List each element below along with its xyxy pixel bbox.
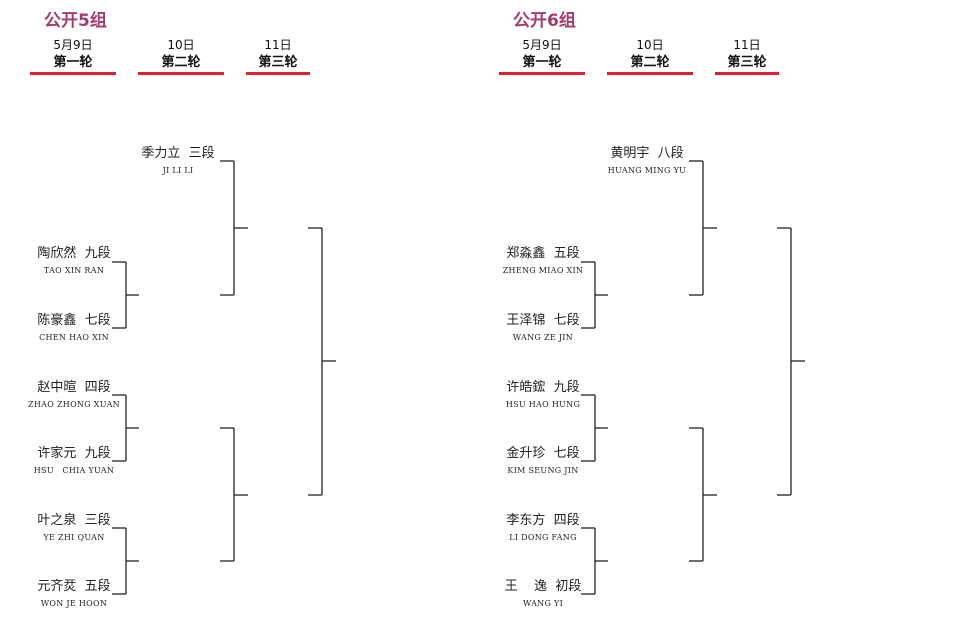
player-entry: 许皓鋐 九段 HSU HAO HUNG [483, 380, 603, 410]
bracket-group-2: 公开6组 5月9日 第一轮 10日 第二轮 11日 第三轮 [469, 0, 939, 618]
round-3-header: 11日 第三轮 [246, 38, 310, 75]
player-name: 王泽锦 七段 [506, 313, 580, 328]
player-name: 叶之泉 三段 [37, 513, 111, 528]
round-1-header: 5月9日 第一轮 [30, 38, 116, 75]
player-entry: 郑淼鑫 五段 ZHENG MIAO XIN [483, 246, 603, 276]
player-entry: 金升珍 七段 KIM SEUNG JIN [483, 446, 603, 476]
round-date: 11日 [733, 38, 761, 52]
round-date: 5月9日 [522, 38, 562, 52]
round-name: 第二轮 [161, 55, 201, 70]
player-name-romanized: KIM SEUNG JIN [507, 466, 579, 475]
round-name: 第二轮 [630, 55, 670, 70]
player-entry: 元齐烎 五段 WON JE HOON [14, 579, 134, 609]
player-name: 陶欣然 九段 [37, 246, 111, 261]
player-name: 王 逸 初段 [504, 579, 582, 594]
player-name-romanized: ZHAO ZHONG XUAN [28, 400, 120, 409]
round-2-header: 10日 第二轮 [607, 38, 693, 75]
group-title: 公开6组 [513, 11, 576, 31]
bracket-group-1: 公开5组 5月9日 第一轮 10日 第二轮 11日 第三轮 [0, 0, 470, 618]
player-name: 李东方 四段 [506, 513, 580, 528]
player-entry: 季力立 三段 JI LI LI [118, 146, 238, 176]
player-entry: 叶之泉 三段 YE ZHI QUAN [14, 513, 134, 543]
player-entry: 陶欣然 九段 TAO XIN RAN [14, 246, 134, 276]
player-name: 许皓鋐 九段 [506, 380, 580, 395]
round-underline [246, 72, 310, 75]
player-entry: 王泽锦 七段 WANG ZE JIN [483, 313, 603, 343]
bracket-lines [112, 160, 336, 595]
player-name: 元齐烎 五段 [37, 579, 111, 594]
player-name-romanized: HSU CHIA YUAN [33, 466, 115, 475]
round-date: 11日 [264, 38, 292, 52]
player-entry: 王 逸 初段 WANG YI [483, 579, 603, 609]
player-name: 郑淼鑫 五段 [506, 246, 580, 261]
player-name-romanized: HUANG MING YU [607, 166, 687, 175]
round-name: 第三轮 [258, 55, 298, 70]
player-name-romanized: JI LI LI [162, 166, 194, 175]
round-underline [30, 72, 116, 75]
player-name-romanized: WON JE HOON [40, 599, 108, 608]
player-name-romanized: YE ZHI QUAN [43, 533, 105, 542]
round-underline [499, 72, 585, 75]
player-entry: 陈豪鑫 七段 CHEN HAO XIN [14, 313, 134, 343]
group-title: 公开5组 [44, 11, 107, 31]
player-entry: 黄明宇 八段 HUANG MING YU [587, 146, 707, 176]
round-underline [715, 72, 779, 75]
round-name: 第三轮 [727, 55, 767, 70]
round-name: 第一轮 [53, 55, 93, 70]
player-entry: 许家元 九段 HSU CHIA YUAN [14, 446, 134, 476]
player-name: 陈豪鑫 七段 [37, 313, 111, 328]
player-name-romanized: WANG YI [522, 599, 564, 608]
round-1-header: 5月9日 第一轮 [499, 38, 585, 75]
player-name: 许家元 九段 [37, 446, 111, 461]
round-date: 5月9日 [53, 38, 93, 52]
player-name-romanized: CHEN HAO XIN [39, 333, 109, 342]
round-date: 10日 [636, 38, 664, 52]
round-date: 10日 [167, 38, 195, 52]
player-name-romanized: WANG ZE JIN [512, 333, 574, 342]
player-name-romanized: TAO XIN RAN [43, 266, 105, 275]
round-2-header: 10日 第二轮 [138, 38, 224, 75]
player-name: 季力立 三段 [141, 146, 215, 161]
player-name: 赵中暄 四段 [37, 380, 111, 395]
player-name-romanized: HSU HAO HUNG [505, 400, 581, 409]
player-name-romanized: LI DONG FANG [509, 533, 577, 542]
player-entry: 李东方 四段 LI DONG FANG [483, 513, 603, 543]
player-entry: 赵中暄 四段 ZHAO ZHONG XUAN [14, 380, 134, 410]
bracket-lines [581, 160, 805, 595]
player-name-romanized: ZHENG MIAO XIN [502, 266, 584, 275]
round-underline [607, 72, 693, 75]
player-name: 黄明宇 八段 [610, 146, 684, 161]
player-name: 金升珍 七段 [506, 446, 580, 461]
round-3-header: 11日 第三轮 [715, 38, 779, 75]
round-name: 第一轮 [522, 55, 562, 70]
round-underline [138, 72, 224, 75]
